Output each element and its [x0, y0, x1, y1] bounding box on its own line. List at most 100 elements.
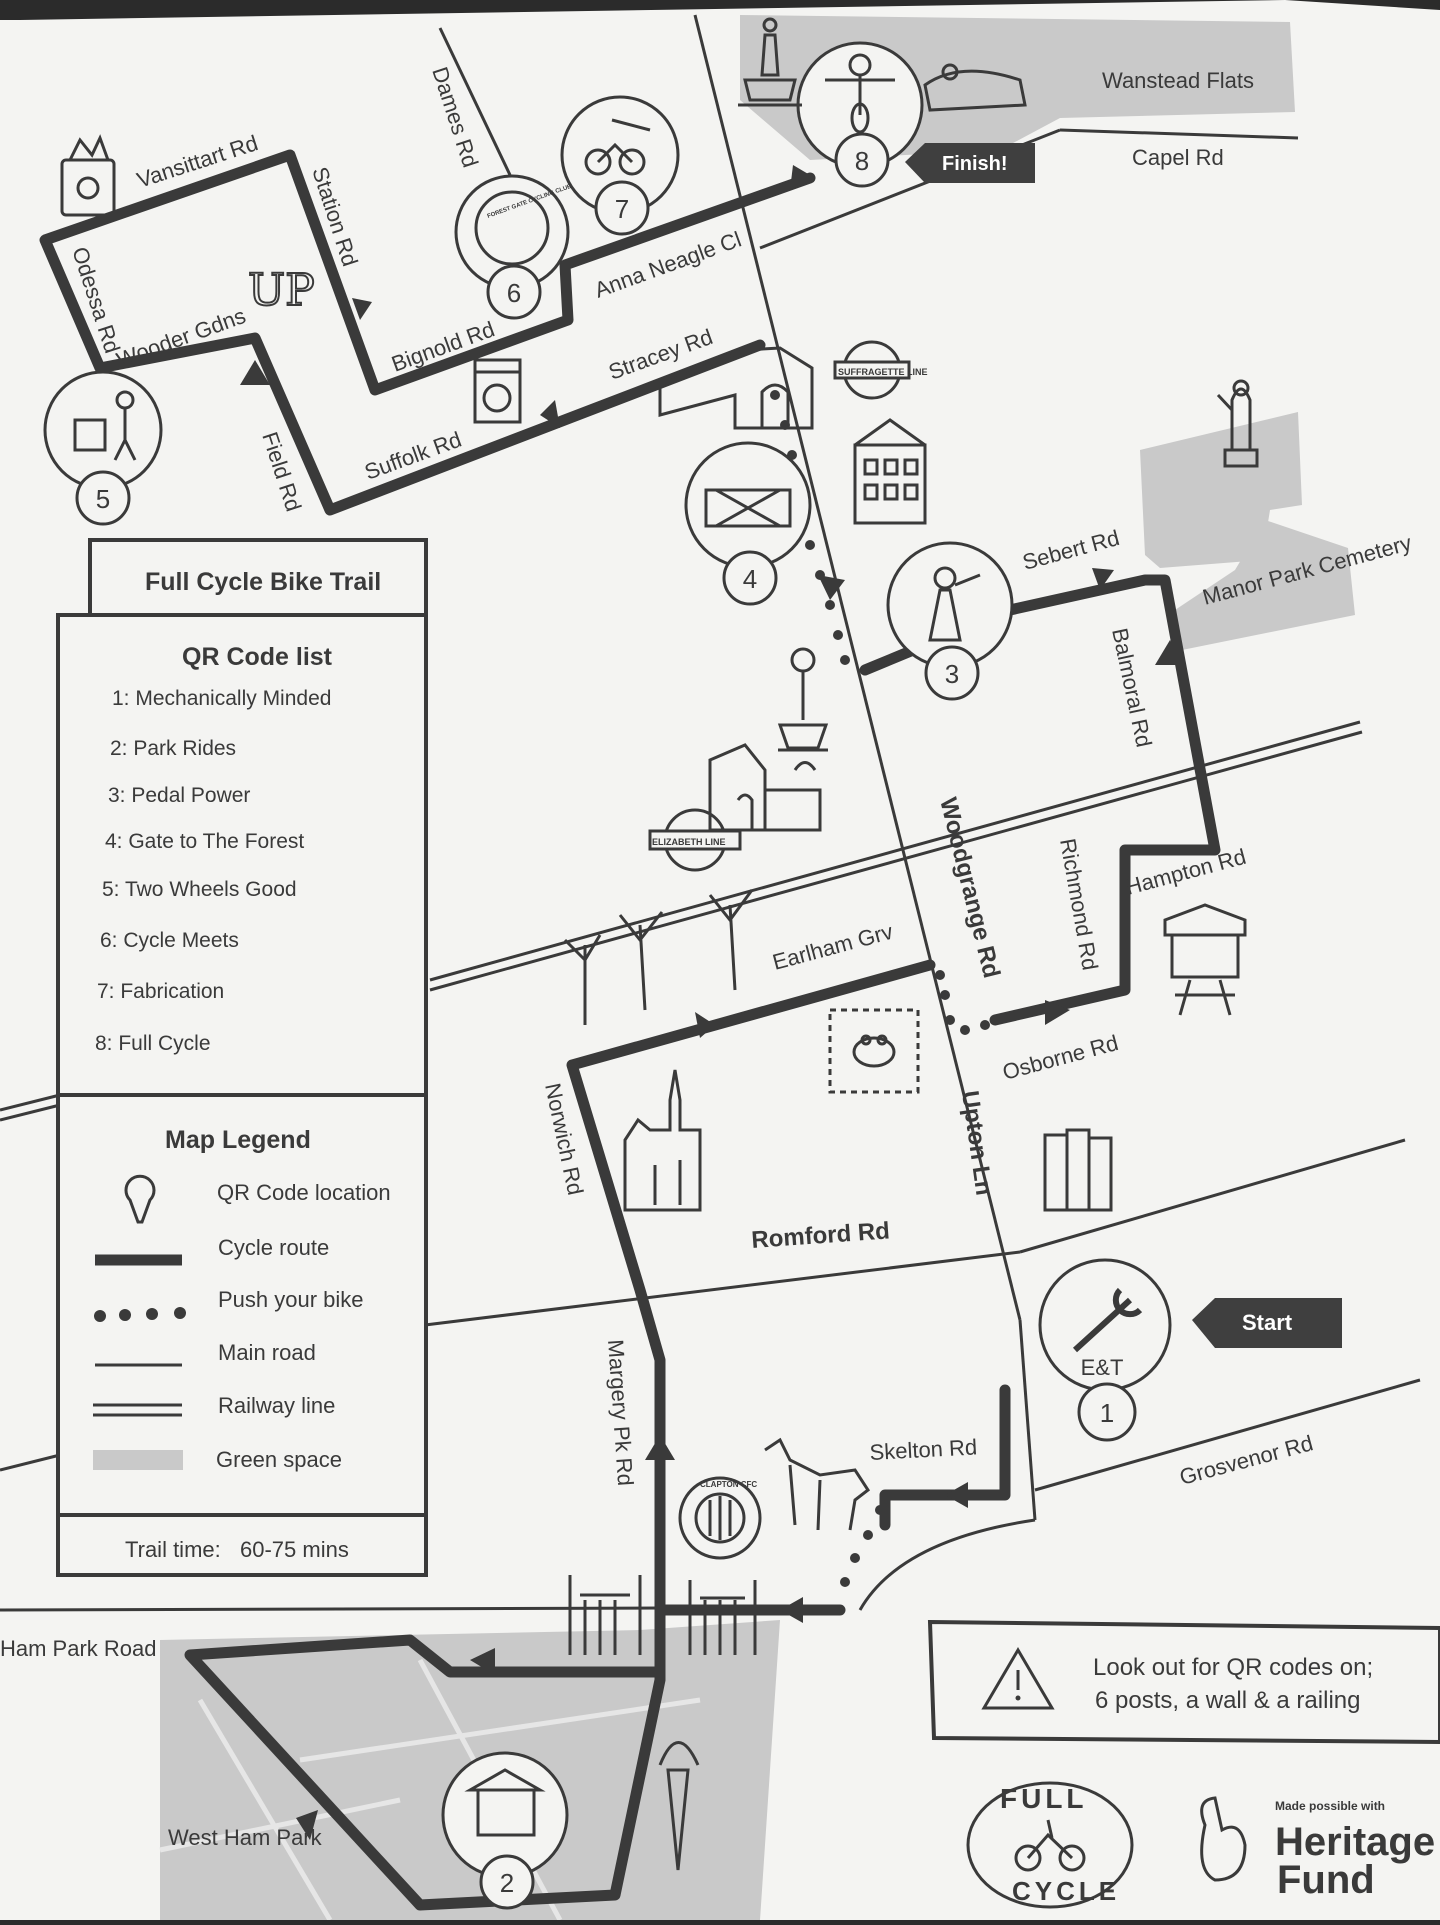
full-cycle-logo-bottom: CYCLE: [1012, 1876, 1120, 1906]
qr-pin-6: [454, 174, 570, 320]
qr-code-list: 1: Mechanically Minded 2: Park Rides 3: …: [95, 687, 331, 1055]
qr-pin-7: [560, 95, 680, 236]
clock-fountain-icon: [777, 647, 829, 752]
road-label-ham-park: Ham Park Road: [0, 1636, 157, 1661]
suffragette-figure-icon: [933, 566, 957, 590]
legend-symbols: [93, 1174, 186, 1470]
road-grosvenor: [1034, 1378, 1421, 1492]
elizabeth-line-roundel-icon: [648, 808, 742, 872]
start-tag: Start: [1192, 1298, 1342, 1348]
qr-pins: [43, 41, 1172, 1910]
road-label-wanstead: Wanstead Flats: [1102, 68, 1254, 93]
full-cycle-logo-top: FULL: [1000, 1783, 1088, 1814]
crossed-fingers-icon: [1200, 1796, 1247, 1882]
frog-mosaic-icon: [828, 1008, 920, 1094]
qr-pin-4: [684, 441, 812, 606]
road-label-west-ham-park: West Ham Park: [168, 1825, 323, 1850]
list-item: 8: Full Cycle: [95, 1032, 211, 1055]
washing-machine-icon: [473, 358, 522, 424]
list-item: 2: Park Rides: [110, 737, 236, 760]
landmarks: [60, 17, 1259, 1871]
station-building-icon: [853, 418, 927, 525]
list-item: 1: Mechanically Minded: [112, 687, 331, 710]
gate-icon: [704, 488, 792, 528]
road-woodgrange: [693, 14, 1022, 1321]
list-item: 7: Fabrication: [97, 980, 224, 1003]
railway-bridge-icon: [658, 346, 814, 430]
list-item: 6: Cycle Meets: [100, 929, 239, 952]
torch-ice-cream-icon: [658, 1741, 700, 1871]
finish-tag: Finish!: [905, 143, 1035, 183]
legend-label: QR Code location: [217, 1180, 391, 1205]
pin-number-4: 4: [743, 564, 757, 594]
suffragette-line-label: SUFFRAGETTE LINE: [838, 367, 928, 377]
full-cycle-logo: [966, 1781, 1134, 1909]
legend-labels: QR Code location Cycle route Push your b…: [216, 1180, 391, 1472]
wrench-icon: [1072, 1287, 1143, 1353]
qr-pin-1: [1038, 1258, 1172, 1442]
shopping-bag-icon: [60, 134, 116, 217]
notice-line-2: 6 posts, a wall & a railing: [1095, 1687, 1360, 1714]
trail-time-label: Trail time:: [125, 1537, 221, 1562]
suffragette-line-roundel-icon: [833, 340, 911, 400]
bathers-icon: [923, 63, 1027, 112]
legend-label: Green space: [216, 1447, 342, 1472]
qr-pin-legend-icon: [124, 1174, 156, 1224]
list-item: 4: Gate to The Forest: [105, 830, 304, 853]
pin-1-caption: E&T: [1081, 1355, 1124, 1380]
shop-bicycle-icon: [73, 418, 107, 452]
books-icon: [1043, 1128, 1113, 1212]
cycling-club-badge-icon: [474, 190, 550, 266]
trees-icon: [563, 889, 754, 1025]
trail-time-value: 60-75 mins: [240, 1537, 349, 1562]
pin-number-3: 3: [945, 659, 959, 689]
pin-number-6: 6: [507, 278, 521, 308]
library-building-icon: [708, 743, 822, 832]
pin-number-8: 8: [855, 146, 869, 176]
push-bike-legend-dots: [94, 1307, 186, 1322]
fountain-monument-icon: [738, 17, 802, 107]
green-space-cemetery-lower: [1175, 520, 1355, 650]
angel-statue-icon: [1216, 379, 1259, 468]
main-roads: [0, 14, 1421, 1612]
road-curve: [858, 1518, 1036, 1611]
finish-tag-label: Finish!: [942, 153, 1008, 175]
list-item: 3: Pedal Power: [108, 784, 250, 807]
notice-line-1: Look out for QR codes on;: [1093, 1654, 1373, 1681]
elizabeth-line-label: ELIZABETH LINE: [652, 837, 726, 847]
heritage-fund-logo: [1200, 1796, 1247, 1882]
pin-number-2: 2: [500, 1868, 514, 1898]
park-gates-icon: [568, 1575, 757, 1655]
road-label-capel: Capel Rd: [1132, 145, 1224, 170]
legend-label: Main road: [218, 1340, 316, 1365]
clapton-cfc-badge-icon: [678, 1476, 762, 1560]
qr-pin-2: [441, 1751, 569, 1910]
qr-pin-5: [43, 370, 163, 526]
green-space-legend-swatch: [93, 1450, 183, 1470]
pin-number-7: 7: [615, 194, 629, 224]
legend-label: Push your bike: [218, 1287, 364, 1312]
road-ham-park: [0, 1606, 661, 1612]
notice-box: [927, 1619, 1440, 1745]
clapton-badge-label: CLAPTON CFC: [700, 1480, 757, 1489]
qr-list-heading: QR Code list: [182, 643, 333, 671]
pin-number-1: 1: [1100, 1398, 1114, 1428]
dalmatian-icon: [764, 1437, 871, 1531]
legend-label: Cycle route: [218, 1235, 329, 1260]
logo-wheel-icon: [1014, 1844, 1042, 1872]
road-dames: [438, 27, 512, 176]
heritage-small-text: Made possible with: [1275, 1799, 1385, 1813]
church-icon: [623, 1069, 702, 1212]
start-tag-label: Start: [1242, 1310, 1293, 1335]
qr-pin-3: [886, 541, 1014, 701]
warning-icon: [981, 1647, 1055, 1710]
road-romford: [424, 1250, 1021, 1327]
legend-label: Railway line: [218, 1393, 335, 1418]
road-label-skelton: Skelton Rd: [869, 1434, 978, 1465]
heritage-line-2: Fund: [1277, 1858, 1375, 1902]
bicycle-fabrication-icon: [584, 148, 612, 176]
panel-title: Full Cycle Bike Trail: [145, 568, 381, 596]
route-arrows: [240, 165, 1185, 1840]
